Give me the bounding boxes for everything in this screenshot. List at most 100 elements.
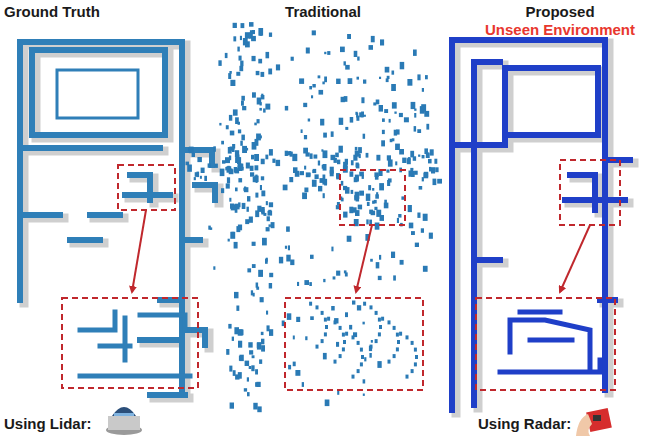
radar-point bbox=[237, 47, 239, 52]
radar-point bbox=[252, 142, 257, 150]
radar-point bbox=[266, 201, 268, 205]
radar-point bbox=[379, 77, 381, 79]
radar-point bbox=[429, 167, 431, 172]
radar-point bbox=[404, 117, 409, 122]
radar-point bbox=[390, 139, 393, 142]
radar-point bbox=[249, 22, 254, 27]
radar-point bbox=[370, 259, 373, 262]
radar-point bbox=[345, 187, 350, 194]
radar-point bbox=[324, 332, 327, 336]
radar-point bbox=[231, 204, 235, 210]
radar-point bbox=[345, 127, 348, 130]
radar-point bbox=[393, 275, 396, 280]
radar-point bbox=[374, 207, 377, 210]
radar-point bbox=[350, 171, 354, 176]
radar-point bbox=[354, 51, 358, 57]
radar-point bbox=[241, 23, 245, 28]
radar-point bbox=[423, 266, 428, 272]
radar-point bbox=[342, 333, 345, 337]
radar-point bbox=[250, 172, 254, 176]
radar-point bbox=[290, 152, 293, 157]
radar-point bbox=[421, 228, 424, 233]
radar-point bbox=[265, 259, 268, 264]
radar-point bbox=[238, 225, 242, 231]
radar-point bbox=[215, 164, 218, 168]
radar-point bbox=[268, 69, 272, 75]
radar-point bbox=[229, 115, 232, 121]
radar-point bbox=[204, 176, 207, 181]
radar-point bbox=[339, 326, 342, 330]
radar-point bbox=[318, 161, 320, 166]
radar-point bbox=[323, 133, 327, 138]
radar-point bbox=[323, 150, 328, 158]
radar-point bbox=[269, 283, 272, 289]
radar-point bbox=[312, 180, 317, 187]
radar-point bbox=[370, 345, 373, 349]
radar-point bbox=[258, 28, 263, 36]
radar-point bbox=[330, 167, 334, 174]
radar-point bbox=[381, 140, 385, 146]
radar-point bbox=[200, 176, 202, 179]
radar-point bbox=[372, 201, 375, 204]
radar-point bbox=[342, 347, 345, 351]
radar-point bbox=[333, 276, 336, 279]
radar-point bbox=[316, 305, 319, 309]
radar-point bbox=[218, 60, 221, 66]
radar-point bbox=[375, 223, 380, 230]
radar-point bbox=[388, 159, 393, 166]
radar-point bbox=[220, 169, 225, 177]
radar-point bbox=[259, 359, 262, 364]
radar-point bbox=[261, 209, 264, 215]
radar-board-icon bbox=[576, 408, 612, 436]
radar-point bbox=[287, 313, 292, 320]
radar-point bbox=[234, 167, 238, 173]
radar-point bbox=[310, 316, 314, 320]
radar-point bbox=[407, 79, 412, 86]
radar-point bbox=[290, 260, 294, 266]
radar-point bbox=[261, 339, 264, 345]
radar-point bbox=[361, 97, 364, 103]
radar-point bbox=[378, 318, 381, 322]
radar-point bbox=[376, 155, 380, 161]
radar-point bbox=[392, 71, 395, 75]
radar-point bbox=[370, 305, 373, 309]
radar-point bbox=[321, 339, 324, 343]
radar-point bbox=[255, 193, 258, 198]
radar-point bbox=[339, 354, 342, 358]
radar-point bbox=[349, 325, 352, 330]
radar-point bbox=[320, 119, 324, 126]
radar-point bbox=[250, 30, 253, 34]
radar-point bbox=[251, 36, 256, 41]
radar-point bbox=[293, 336, 295, 340]
radar-point bbox=[363, 322, 365, 325]
radar-point bbox=[236, 306, 239, 311]
radar-point bbox=[331, 131, 334, 137]
radar-point bbox=[234, 242, 238, 249]
radar-point bbox=[374, 172, 378, 177]
radar-point bbox=[201, 168, 205, 173]
radar-point bbox=[302, 382, 304, 387]
radar-point bbox=[227, 166, 230, 170]
radar-point bbox=[261, 176, 264, 180]
radar-point bbox=[229, 198, 231, 202]
radar-point bbox=[247, 207, 249, 212]
radar-point bbox=[247, 392, 250, 396]
radar-point bbox=[381, 317, 384, 321]
radar-point bbox=[260, 185, 262, 190]
radar-point bbox=[352, 301, 355, 305]
radar-point bbox=[232, 148, 235, 152]
radar-point bbox=[293, 362, 296, 367]
radar-point bbox=[360, 348, 363, 352]
radar-point bbox=[357, 57, 359, 61]
radar-point bbox=[257, 119, 260, 123]
radar-point bbox=[422, 177, 424, 181]
zoom-arrows bbox=[132, 210, 590, 292]
sensor-label: Using Radar: bbox=[478, 416, 571, 433]
radar-point bbox=[266, 52, 270, 58]
radar-point bbox=[269, 329, 273, 336]
radar-point bbox=[272, 159, 275, 163]
radar-point bbox=[221, 188, 224, 193]
radar-point bbox=[240, 355, 244, 361]
radar-point bbox=[234, 292, 239, 298]
radar-point bbox=[386, 170, 389, 173]
